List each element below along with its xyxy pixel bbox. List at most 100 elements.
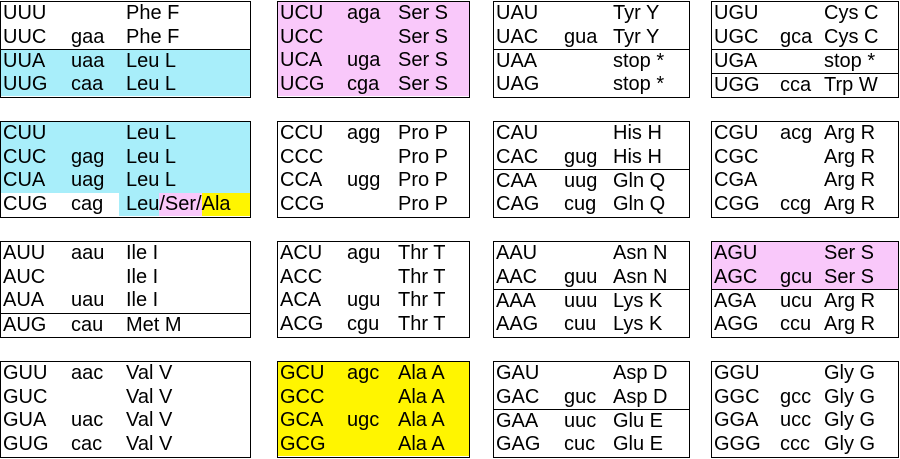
codon: UAG — [496, 72, 540, 95]
codon: GGG — [714, 432, 761, 455]
codon-row: GCC Ala A — [278, 385, 469, 409]
amino-acid: Gln Q — [613, 192, 666, 215]
codon: UGC — [714, 25, 759, 48]
codon: UUG — [3, 72, 48, 95]
codon: GCC — [280, 385, 325, 408]
amino-acid: Gly G — [824, 385, 876, 408]
codon: CGG — [714, 192, 760, 215]
amino-acid: Met M — [126, 313, 182, 336]
anticodon: cuc — [564, 432, 596, 455]
codon: UUU — [3, 2, 47, 24]
codon: AUC — [3, 265, 46, 288]
anticodon: guc — [564, 385, 597, 408]
codon: AGC — [714, 265, 758, 288]
anticodon: ugg — [347, 169, 381, 191]
codon: ACA — [280, 289, 322, 311]
codon: CUU — [3, 122, 47, 144]
codon: GGA — [714, 409, 759, 431]
amino-acid: Val V — [126, 409, 173, 431]
codon: CCC — [280, 145, 324, 168]
anticodon: uuu — [564, 290, 598, 312]
amino-acid: Ile I — [126, 289, 159, 311]
codon: UCC — [280, 25, 324, 48]
amino-acid-ambiguous: Leu/Ser/Ala — [119, 192, 250, 216]
amino-acid-part-ala: Ala — [201, 192, 250, 216]
anticodon: uuc — [564, 410, 597, 432]
anticodon: cag — [71, 192, 104, 215]
anticodon: ccu — [780, 312, 812, 335]
codon: ACU — [280, 242, 323, 264]
codon: UUC — [3, 25, 47, 48]
amino-acid: Ala A — [398, 409, 445, 431]
codon: AAG — [496, 312, 539, 335]
codon: GAC — [496, 385, 540, 408]
amino-acid: Ala A — [398, 385, 445, 408]
codon-row: UUU Phe F — [1, 2, 250, 26]
amino-acid: Ser S — [398, 25, 449, 48]
amino-acid: Phe F — [126, 2, 180, 24]
anticodon: ccc — [780, 432, 810, 455]
amino-acid: Glu E — [613, 432, 664, 455]
anticodon: caa — [71, 72, 104, 95]
codon-row: UCC Ser S — [278, 25, 469, 49]
codon: AGG — [714, 312, 759, 335]
amino-acid: Pro P — [398, 122, 449, 144]
codon: GGC — [714, 385, 760, 408]
amino-acid: Val V — [126, 385, 173, 408]
amino-acid: Val V — [126, 432, 173, 455]
codon: AAU — [496, 242, 538, 264]
codon: GCA — [280, 409, 324, 431]
anticodon: ucc — [780, 409, 812, 431]
codon: UUA — [3, 50, 46, 72]
codon: UCU — [280, 2, 324, 24]
codon: GCG — [280, 432, 326, 455]
amino-acid: Gly G — [824, 362, 876, 384]
amino-acid: Arg R — [824, 290, 876, 312]
anticodon: uga — [347, 49, 381, 71]
amino-acid: Glu E — [613, 410, 664, 432]
anticodon: ucu — [780, 290, 813, 312]
amino-acid: Ser S — [824, 265, 875, 288]
codon: AGA — [714, 290, 757, 312]
codon: ACC — [280, 265, 323, 288]
amino-acid: Tyr Y — [613, 25, 660, 48]
amino-acid: Ile I — [126, 265, 159, 288]
codon: ACG — [280, 312, 324, 335]
codon-row: AUC Ile I — [1, 266, 250, 290]
codon: AUG — [3, 313, 47, 336]
codon: UCG — [280, 72, 325, 95]
anticodon: ugc — [347, 409, 380, 431]
anticodon: ccg — [780, 192, 812, 215]
amino-acid: Arg R — [824, 145, 876, 168]
amino-acid: stop * — [613, 50, 665, 72]
